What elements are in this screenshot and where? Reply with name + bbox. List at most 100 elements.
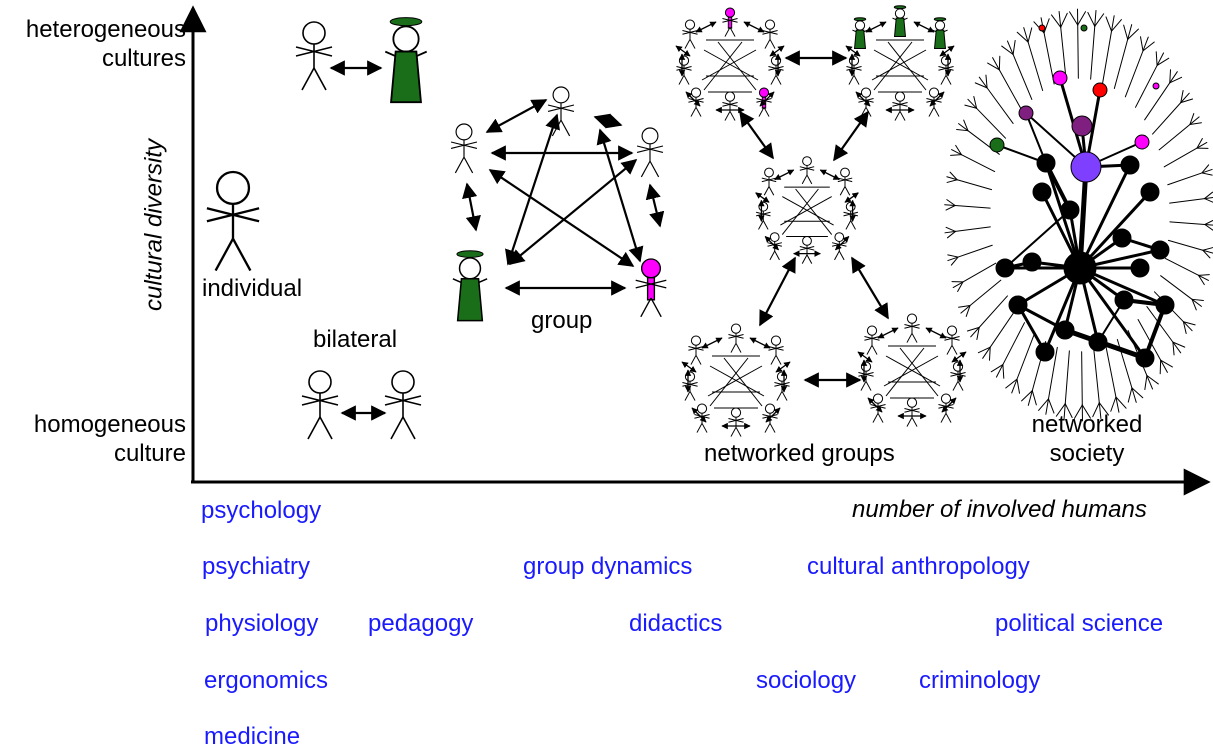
network-twig — [1189, 122, 1202, 126]
network-twig — [995, 364, 1004, 378]
network-node — [1130, 258, 1150, 278]
group-arrow — [485, 99, 548, 133]
network-twig — [1172, 341, 1175, 356]
cluster-arrow — [701, 337, 723, 349]
y-axis-title: cultural diversity — [140, 138, 168, 312]
stage-networked-society-label: networked society — [1007, 411, 1167, 469]
network-twig — [1180, 92, 1190, 104]
network-twig — [946, 230, 956, 239]
cluster-figure — [761, 167, 777, 196]
network-twig — [1169, 71, 1178, 84]
network-twig — [1058, 11, 1062, 28]
network-twig — [962, 262, 997, 283]
cluster-top-left — [729, 61, 731, 63]
discipline-group-dynamics: group dynamics — [523, 553, 693, 580]
network-twig — [956, 179, 993, 191]
network-twig — [1204, 191, 1213, 200]
cluster-arrow — [819, 169, 840, 181]
figure-head — [552, 86, 570, 104]
network-twig — [1131, 387, 1137, 403]
network-twig — [992, 57, 1000, 71]
figure-head — [940, 55, 952, 66]
network-node — [1032, 182, 1052, 202]
cluster-link — [885, 347, 925, 397]
figure-head — [848, 55, 860, 66]
figure-head — [906, 397, 918, 408]
network-twig — [1201, 172, 1213, 176]
network-edge — [1004, 209, 1071, 269]
network-spoke — [1078, 266, 1147, 360]
cluster-arrow — [951, 351, 967, 363]
x-axis-title: number of involved humans — [852, 496, 1147, 523]
cluster-figure — [768, 335, 784, 365]
network-twig — [982, 346, 991, 359]
network-twig — [1045, 398, 1049, 415]
network-twig — [1047, 398, 1055, 414]
network-node — [1140, 182, 1160, 202]
network-twig — [1016, 31, 1029, 43]
cluster-arrow — [929, 91, 945, 107]
network-twig — [1189, 113, 1195, 126]
cluster-figure — [799, 236, 815, 264]
group-arrow — [508, 159, 638, 265]
network-twig — [949, 171, 958, 181]
group-arrow — [596, 128, 644, 263]
cluster-arrow — [765, 407, 781, 423]
cluster-arrow — [675, 45, 691, 57]
network-twig — [1169, 198, 1206, 204]
discipline-cultural-anthropology: cultural anthropology — [807, 553, 1030, 580]
network-twig — [1146, 306, 1174, 343]
network-twig — [1180, 90, 1184, 104]
network-twig — [973, 95, 978, 109]
network-twig — [1098, 402, 1102, 419]
network-twig — [1124, 50, 1144, 98]
y-top-label-line2: cultures — [101, 44, 186, 72]
network-twig — [1204, 219, 1213, 225]
network-twig — [1160, 359, 1168, 373]
discipline-psychology: psychology — [201, 497, 322, 524]
cluster-figure — [688, 335, 704, 365]
network-twig — [1069, 11, 1079, 26]
cluster-link — [780, 196, 832, 226]
figure-head — [769, 232, 780, 242]
network-twig — [944, 230, 956, 234]
figure-head — [215, 170, 251, 206]
network-twig — [950, 154, 962, 156]
y-bottom-label-line1: homogeneous — [33, 411, 186, 438]
discipline-pedagogy: pedagogy — [368, 610, 474, 637]
network-hub — [1063, 251, 1097, 285]
group-figure-magenta — [635, 258, 667, 318]
network-twig — [1180, 98, 1194, 104]
network-twig — [1064, 403, 1073, 418]
network-node — [1114, 290, 1134, 310]
cluster-center — [806, 207, 808, 209]
bilateral-bottom-figure-right — [384, 370, 422, 440]
network-twig — [1111, 19, 1122, 32]
networked-society-graph — [944, 8, 1213, 422]
network-twig — [1105, 16, 1113, 32]
network-twig — [1023, 27, 1029, 43]
cluster-figure — [728, 407, 744, 437]
y-top-label-line1: heterogeneous — [25, 16, 186, 43]
green-robe — [456, 278, 484, 322]
group-figure-left — [450, 123, 478, 174]
cluster-link — [701, 49, 757, 81]
network-trunk — [1077, 164, 1089, 271]
network-node — [1055, 320, 1075, 340]
cluster-link — [795, 188, 833, 235]
stage-bilateral-label: bilateral — [313, 326, 398, 353]
network-node-red — [1092, 82, 1108, 98]
cluster-figure — [892, 5, 908, 38]
figure-head — [696, 403, 708, 414]
cluster-figure — [768, 55, 784, 85]
network-twig — [947, 256, 959, 262]
network-twig — [1016, 378, 1021, 394]
network-twig — [1198, 274, 1205, 286]
network-twig — [1135, 64, 1158, 108]
individual-figure — [206, 170, 260, 272]
network-twig — [1115, 396, 1127, 409]
network-twig — [1142, 36, 1149, 52]
cluster-arrow — [691, 407, 707, 423]
network-twig — [1077, 11, 1087, 26]
cluster-arrow — [681, 361, 697, 373]
